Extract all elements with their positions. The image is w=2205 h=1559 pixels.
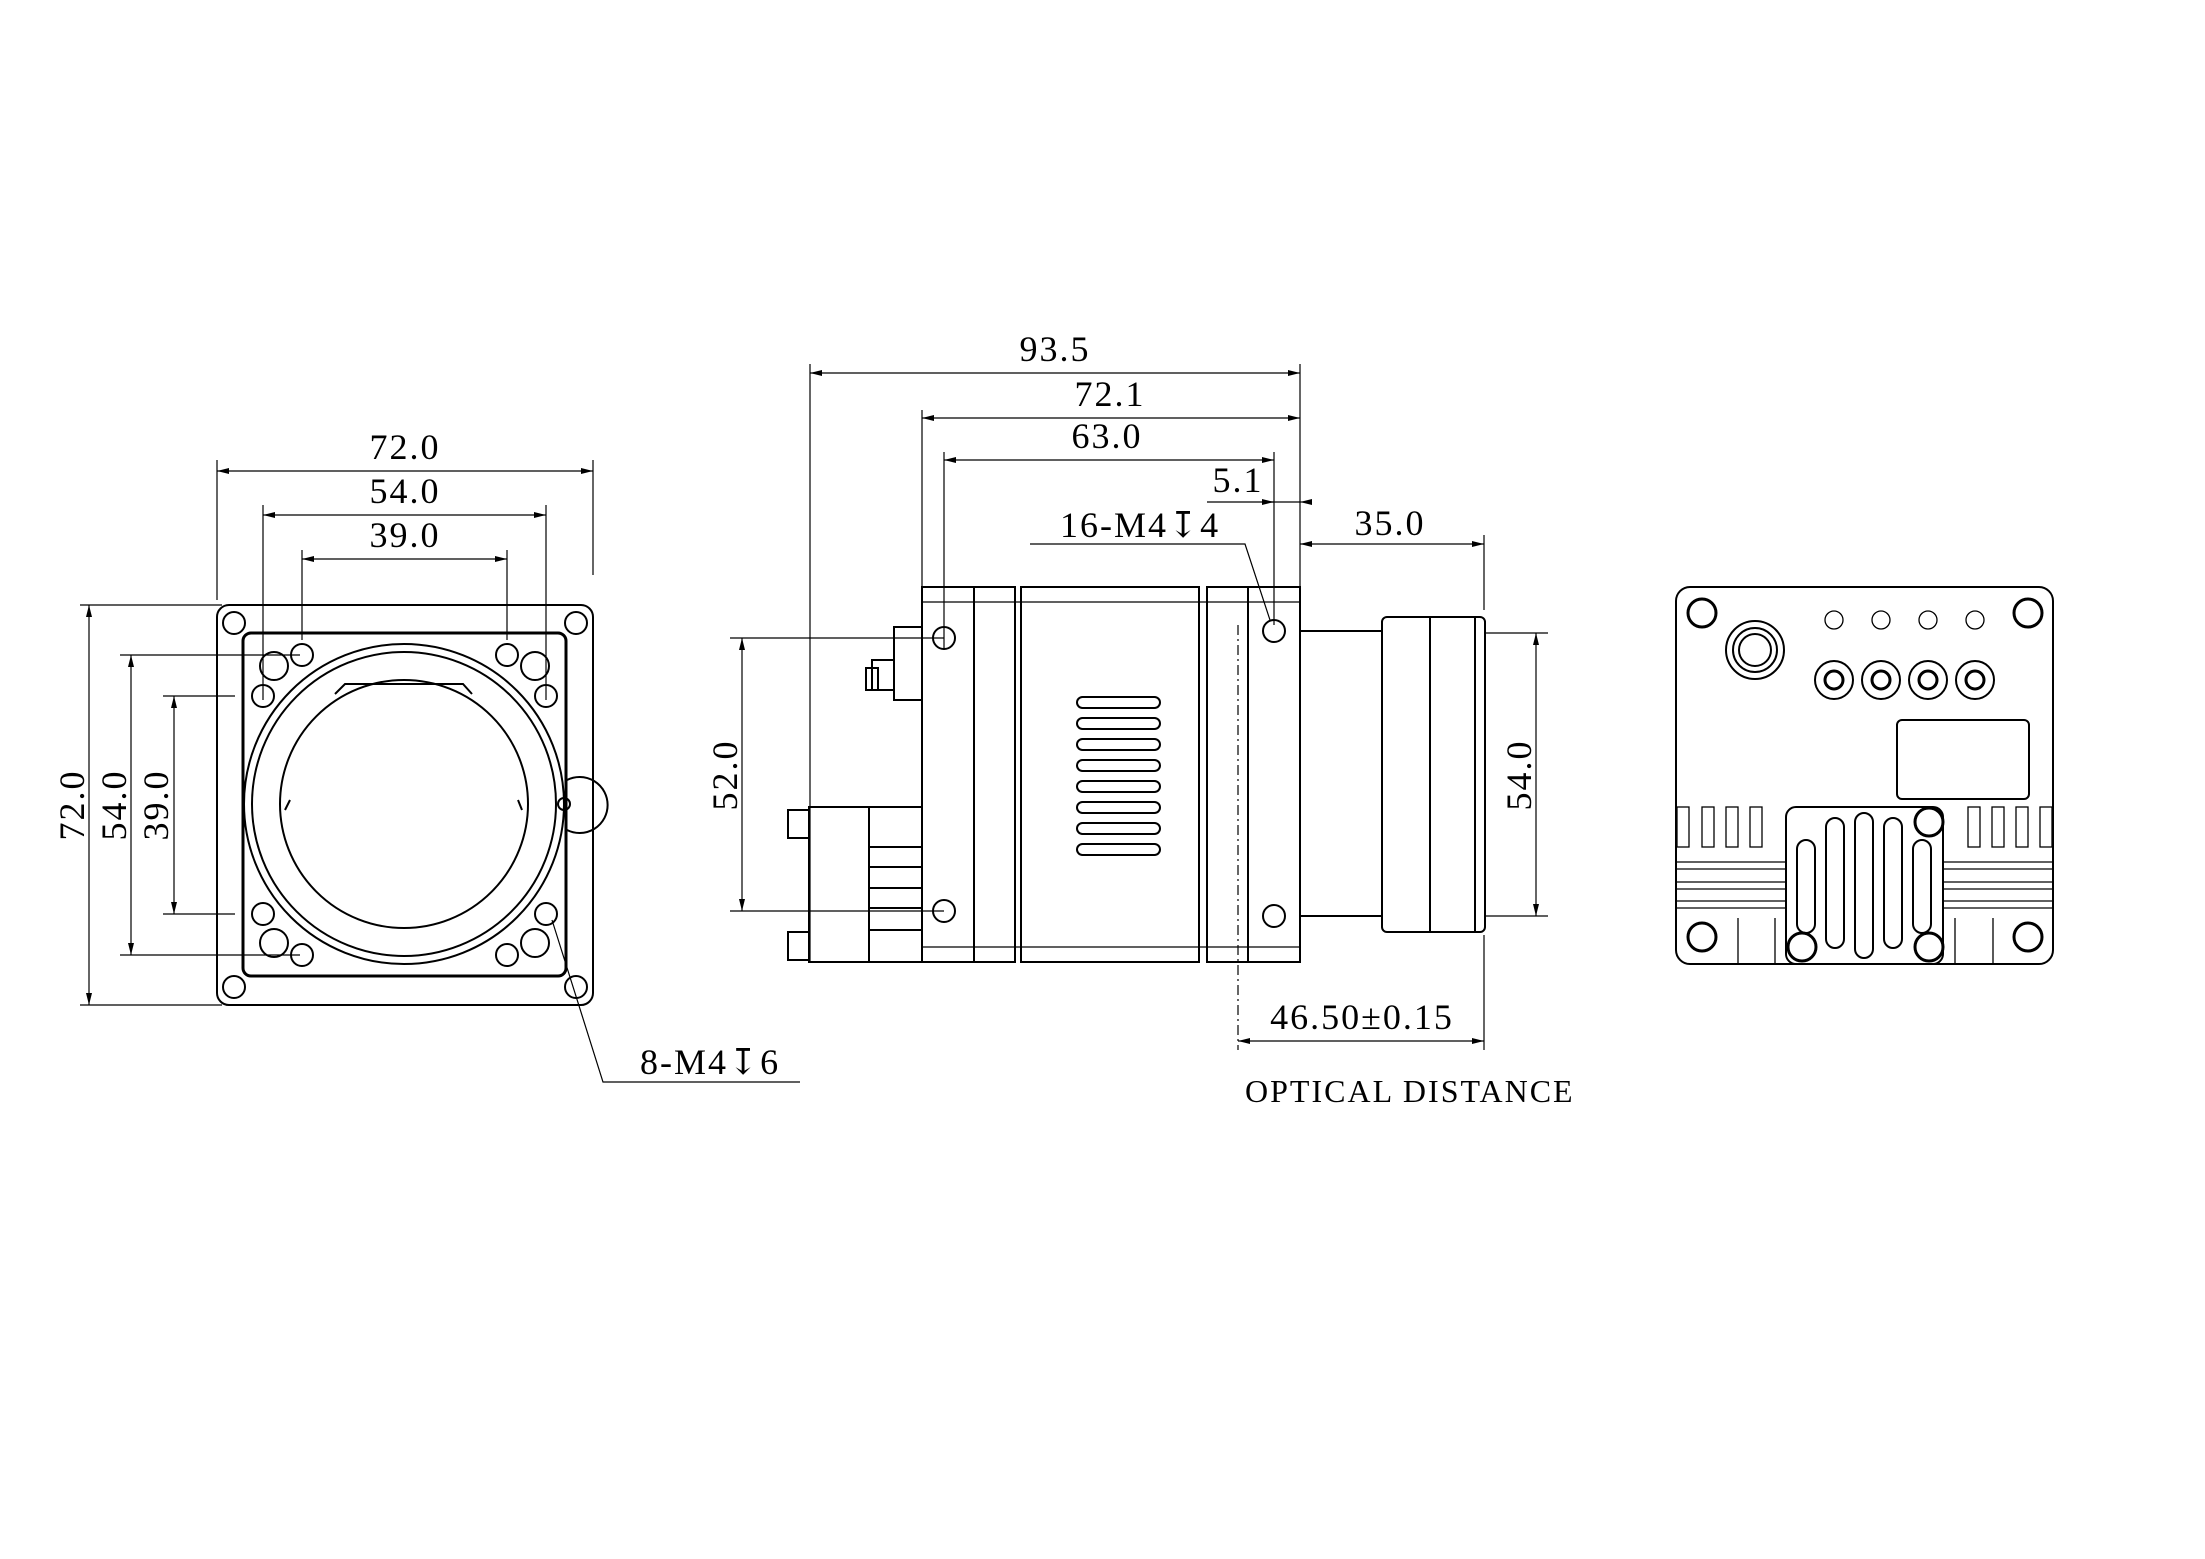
front-thread-note: 8-M4↧6 bbox=[640, 1042, 780, 1082]
body-length-label: 72.1 bbox=[1075, 374, 1146, 414]
front-height-outer-label: 72.0 bbox=[52, 770, 92, 841]
side-thread-note: 16-M4↧4 bbox=[1060, 505, 1220, 545]
front-height-inner-label: 39.0 bbox=[136, 770, 176, 841]
lens-diameter-label: 54.0 bbox=[1499, 740, 1539, 811]
back-screws bbox=[1686, 597, 2044, 953]
front-height-mid-label: 54.0 bbox=[94, 770, 134, 841]
mount-holes bbox=[251, 643, 558, 967]
torx-screws bbox=[259, 651, 550, 958]
front-view: 72.0 54.0 39.0 72.0 54.0 39.0 8-M4↧6 bbox=[52, 427, 800, 1083]
side-holes bbox=[932, 619, 1286, 928]
total-length-label: 93.5 bbox=[1020, 329, 1091, 369]
front-width-outer-label: 72.0 bbox=[370, 427, 441, 467]
vent-slots bbox=[1076, 696, 1161, 856]
front-width-mid-label: 54.0 bbox=[370, 471, 441, 511]
optical-distance-value: 46.50±0.15 bbox=[1270, 997, 1454, 1037]
coax-ports bbox=[1814, 660, 1995, 700]
optical-distance-label: OPTICAL DISTANCE bbox=[1245, 1073, 1575, 1109]
hole-height-label: 52.0 bbox=[705, 740, 745, 811]
power-io-connector bbox=[1725, 620, 1785, 680]
back-view bbox=[1675, 586, 2054, 965]
label-plate bbox=[1896, 719, 2030, 800]
side-view: 93.5 72.1 63.0 5.1 35.0 16-M4↧4 52.0 54.… bbox=[705, 329, 1575, 1109]
corner-screws bbox=[222, 611, 588, 999]
lens-length-label: 35.0 bbox=[1355, 503, 1426, 543]
status-leds bbox=[1824, 610, 1985, 630]
hole-span-label: 63.0 bbox=[1072, 416, 1143, 456]
hole-offset-label: 5.1 bbox=[1213, 460, 1264, 500]
front-width-inner-label: 39.0 bbox=[370, 515, 441, 555]
